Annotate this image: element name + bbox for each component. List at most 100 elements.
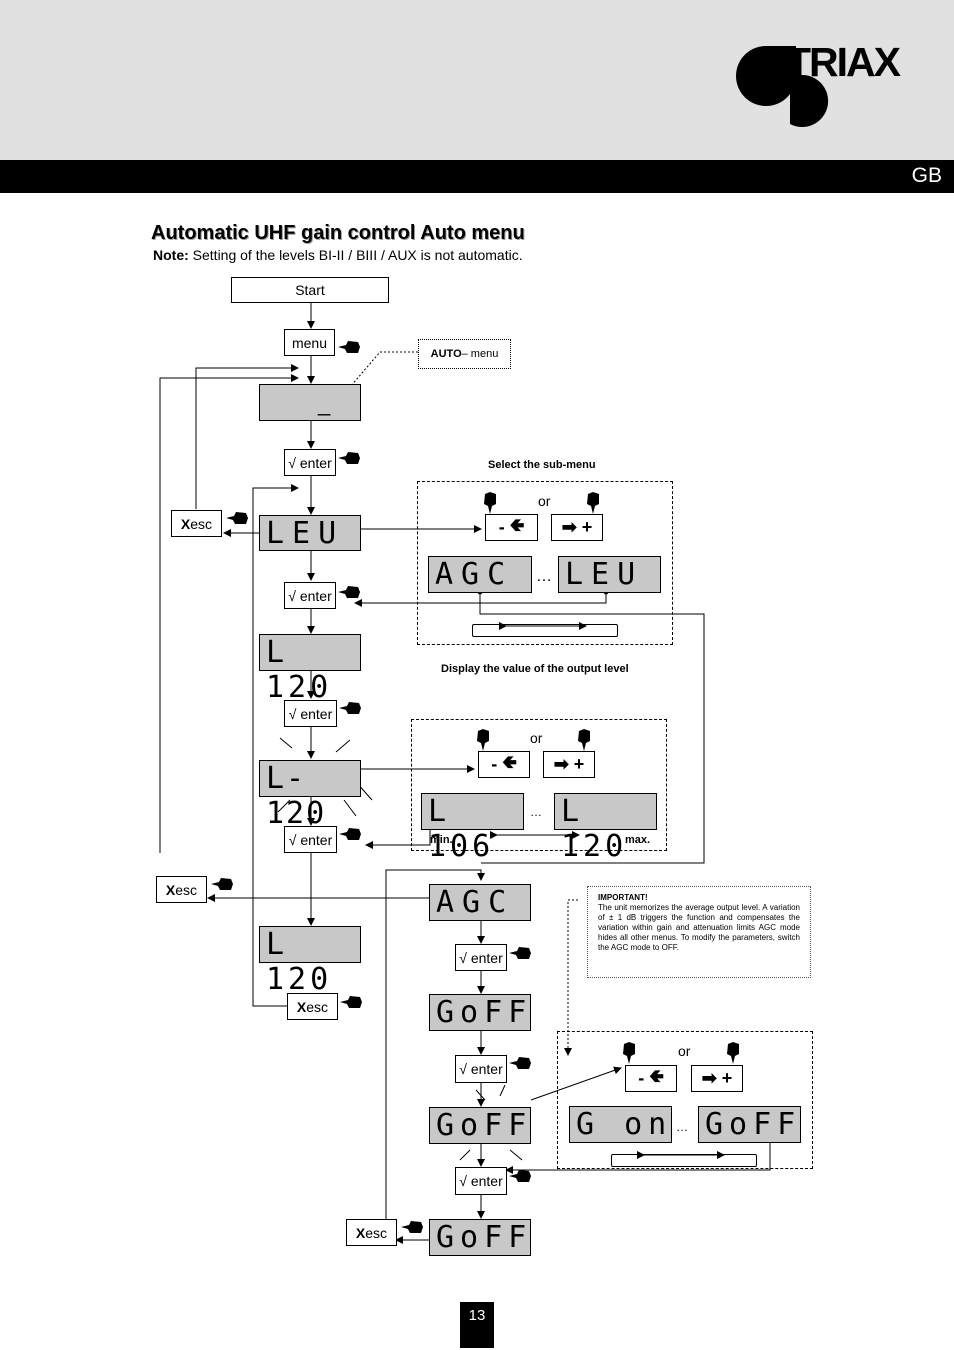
select-submenu-label: Select the sub-menu — [488, 459, 596, 471]
esc-label: esc — [306, 998, 329, 1015]
plus-right-button[interactable]: ➡ + — [691, 1065, 743, 1092]
arrow-left-icon: 🢀 — [502, 751, 517, 772]
minus-left-button[interactable]: - 🢀 — [485, 514, 538, 541]
arrow-right-icon: ➡ — [701, 1068, 717, 1088]
pointing-hand-icon — [401, 1221, 423, 1233]
lcd-text: AGC — [436, 885, 515, 920]
enter-button[interactable]: √ enter — [284, 700, 337, 727]
esc-label: esc — [190, 515, 213, 532]
lcd-text: L-120 — [266, 761, 327, 831]
important-note: IMPORTANT! The unit memorizes the averag… — [587, 886, 811, 978]
esc-button[interactable]: X esc — [346, 1219, 397, 1246]
or-label: or — [530, 730, 543, 746]
plus-sign: + — [721, 1068, 733, 1088]
minus-left-button[interactable]: - 🢀 — [625, 1065, 677, 1092]
note-line: Note: Setting of the levels BI-II / BIII… — [153, 247, 523, 263]
lcd-text: LEU — [266, 516, 345, 551]
esc-x: X — [165, 881, 176, 898]
ellipsis: … — [536, 568, 552, 585]
enter-button[interactable]: √ enter — [455, 944, 507, 971]
submenu-panel — [417, 481, 673, 645]
pointing-hand-icon — [509, 1170, 531, 1182]
brand-name: TRIAX — [786, 39, 901, 85]
page-number: 13 — [460, 1302, 494, 1348]
esc-x: X — [355, 1224, 366, 1241]
lcd-text: L 106 — [428, 794, 495, 864]
arrow-right-icon: ➡ — [553, 754, 569, 774]
lcd-display-empty: _ — [259, 384, 361, 421]
esc-x: X — [180, 515, 191, 532]
language-code: GB — [911, 164, 942, 187]
enter-button[interactable]: √ enter — [455, 1167, 507, 1195]
lcd-display-l120: L 120 — [554, 793, 657, 864]
lcd-display-lev: LEU — [558, 556, 661, 593]
or-label: or — [538, 493, 551, 509]
minus-left-button[interactable]: - 🢀 — [478, 751, 530, 778]
pointing-hand-down-icon — [484, 492, 496, 514]
lcd-display-agc: AGC — [429, 884, 531, 921]
arrow-left-icon: 🢀 — [649, 1065, 664, 1086]
enter-button[interactable]: √ enter — [455, 1055, 507, 1083]
pointing-hand-icon — [509, 1057, 531, 1069]
lcd-text: GoFF — [436, 1220, 533, 1255]
cycle-bar — [472, 624, 618, 637]
important-heading: IMPORTANT! — [598, 893, 648, 902]
page-title: Automatic UHF gain control Auto menu — [151, 222, 525, 244]
note-text: Setting of the levels BI-II / BIII / AUX… — [188, 247, 523, 263]
esc-button[interactable]: X esc — [156, 876, 207, 903]
lcd-display-agc: AGC — [428, 556, 532, 593]
triax-logo-icon — [736, 46, 829, 127]
max-label: max. — [625, 834, 651, 846]
esc-button[interactable]: X esc — [287, 993, 338, 1020]
pointing-hand-icon — [226, 512, 248, 524]
pointing-hand-icon — [339, 702, 361, 714]
plus-sign: + — [581, 517, 593, 537]
pointing-hand-icon — [211, 878, 233, 890]
lcd-cursor: _ — [318, 391, 331, 416]
enter-button[interactable]: √ enter — [284, 449, 336, 476]
esc-label: esc — [175, 881, 198, 898]
enter-button[interactable]: √ enter — [284, 826, 337, 853]
level-panel — [411, 719, 667, 851]
pointing-hand-icon — [338, 586, 360, 598]
lcd-display-goff-blinking: GoFF — [429, 1107, 531, 1144]
lcd-text: GoFF — [705, 1107, 802, 1142]
menu-button[interactable]: menu — [284, 329, 335, 356]
plus-right-button[interactable]: ➡ + — [543, 751, 595, 778]
auto-menu-label: AUTO – menu — [418, 339, 511, 369]
ellipsis: … — [530, 805, 542, 819]
pointing-hand-down-icon — [623, 1042, 635, 1064]
minus-sign: - — [498, 517, 505, 537]
pointing-hand-down-icon — [727, 1042, 739, 1064]
display-value-label: Display the value of the output level — [441, 663, 629, 675]
note-label: Note: — [153, 247, 189, 263]
arrow-left-icon: 🢀 — [509, 514, 525, 535]
plus-right-button[interactable]: ➡ + — [551, 514, 603, 541]
minus-sign: - — [491, 754, 498, 774]
cycle-bar — [611, 1154, 757, 1167]
start-box: Start — [231, 277, 389, 303]
esc-button[interactable]: X esc — [171, 510, 222, 537]
lcd-display-l106: L 106 — [421, 793, 524, 864]
lcd-display-gon: G on — [569, 1106, 672, 1143]
enter-button[interactable]: √ enter — [284, 582, 336, 609]
pointing-hand-down-icon — [587, 492, 599, 514]
lcd-text: LEU — [565, 557, 644, 592]
language-band — [0, 160, 954, 193]
lcd-text: GoFF — [436, 995, 533, 1030]
pointing-hand-icon — [339, 828, 361, 840]
lcd-display-l120: L 120 — [259, 926, 361, 997]
pointing-hand-icon — [338, 341, 360, 353]
lcd-text: L 120 — [561, 794, 628, 864]
auto-label: AUTO — [430, 348, 462, 360]
min-label: min. — [430, 834, 453, 846]
lcd-display-goff: GoFF — [429, 1219, 531, 1256]
important-text: The unit memorizes the average output le… — [598, 903, 800, 952]
lcd-display-l120: L 120 — [259, 634, 361, 705]
esc-x: X — [296, 998, 307, 1015]
lcd-text: AGC — [435, 557, 514, 592]
lcd-text: L 120 — [266, 635, 333, 705]
pointing-hand-icon — [340, 996, 362, 1008]
lcd-text: GoFF — [436, 1108, 533, 1143]
